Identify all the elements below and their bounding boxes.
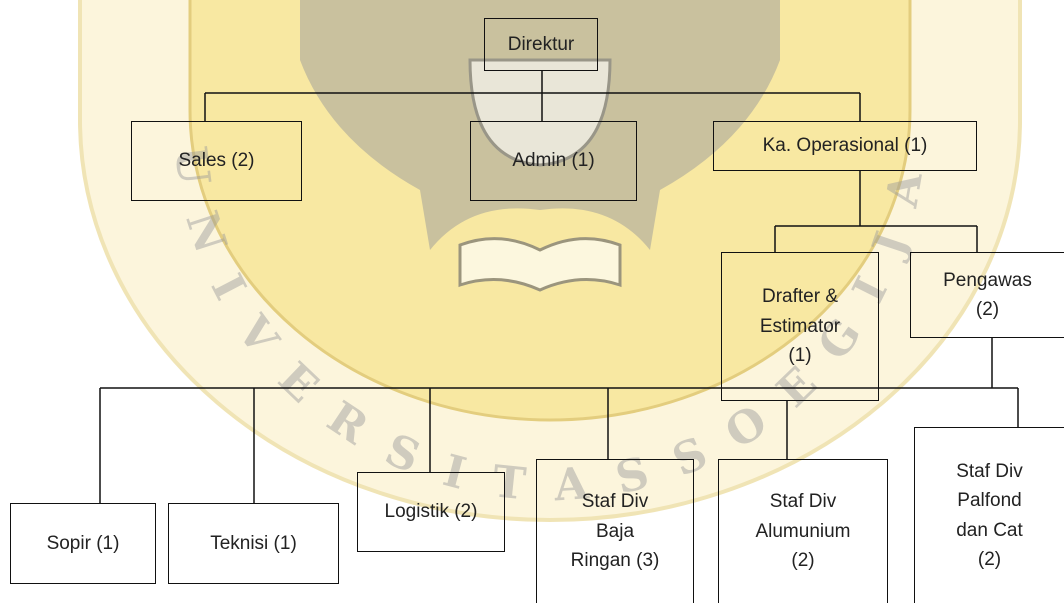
node-sales: Sales (2) [131,121,302,201]
node-teknisi: Teknisi (1) [168,503,339,584]
node-staf-palfond: Staf Div Palfond dan Cat (2) [914,427,1064,603]
node-logistik: Logistik (2) [357,472,505,552]
node-staf-baja-ringan: Staf Div Baja Ringan (3) [536,459,694,603]
node-drafter-estimator: Drafter & Estimator (1) [721,252,879,401]
node-direktur: Direktur [484,18,598,71]
node-ka-operasional: Ka. Operasional (1) [713,121,977,171]
node-staf-alumunium: Staf Div Alumunium (2) [718,459,888,603]
node-admin: Admin (1) [470,121,637,201]
node-pengawas: Pengawas (2) [910,252,1064,338]
node-sopir: Sopir (1) [10,503,156,584]
